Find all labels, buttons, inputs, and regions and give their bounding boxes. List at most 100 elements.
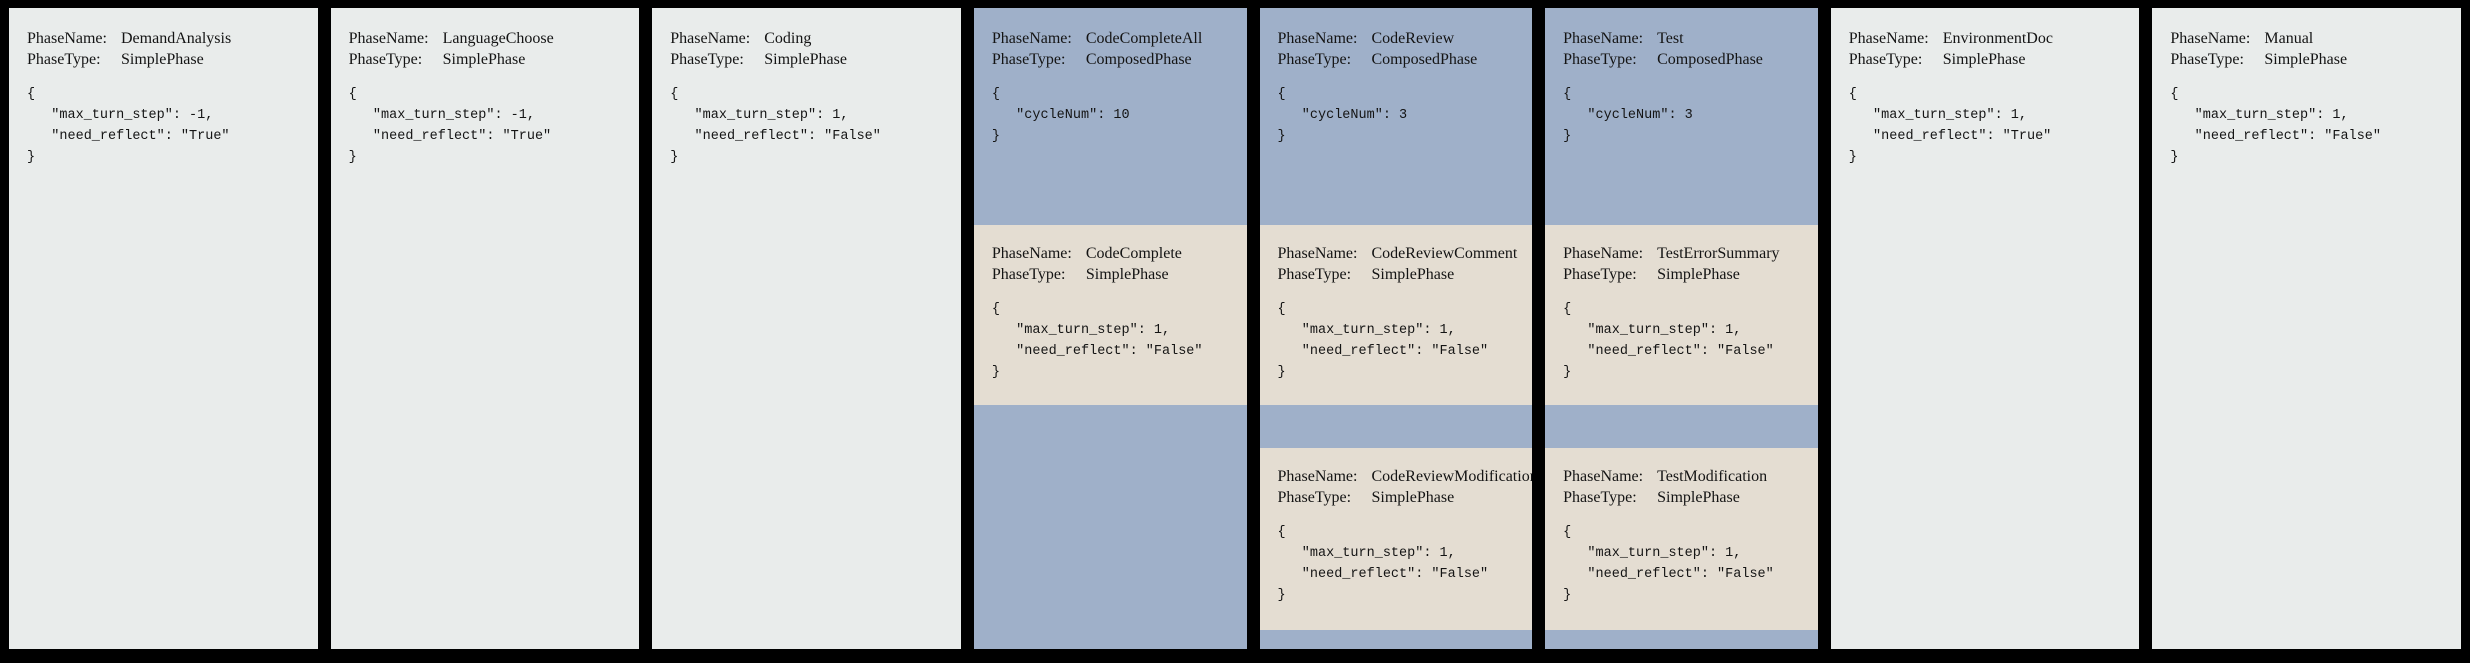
phase-name-value: TestModification xyxy=(1657,468,1768,485)
phase-type-label: PhaseType: xyxy=(1277,266,1352,283)
phase-card-environment-doc: PhaseName: EnvironmentDoc PhaseType: Sim… xyxy=(1830,8,2140,649)
phase-name-row: PhaseName: Test xyxy=(1563,28,1800,49)
phase-config-json: { "max_turn_step": 1, "need_reflect": "F… xyxy=(670,87,881,165)
phase-config-json: { "max_turn_step": -1, "need_reflect": "… xyxy=(27,87,230,165)
phase-type-label: PhaseType: xyxy=(1563,51,1637,68)
phase-type-label: PhaseType: xyxy=(1277,489,1352,506)
phase-type-value: SimplePhase xyxy=(1085,266,1169,283)
phase-config-json: { "max_turn_step": -1, "need_reflect": "… xyxy=(348,87,552,165)
phase-config-json: { "cycleNum": 3 } xyxy=(1277,87,1408,144)
phase-type-value: ComposedPhase xyxy=(1085,51,1192,68)
phase-type-value: SimplePhase xyxy=(1371,489,1455,506)
phase-config-json: { "max_turn_step": 1, "need_reflect": "F… xyxy=(1563,302,1774,380)
phase-name-row: PhaseName: Coding xyxy=(670,28,943,49)
phase-name-value: DemandAnalysis xyxy=(121,30,232,47)
phase-card-code-complete-all: PhaseName: CodeCompleteAll PhaseType: Co… xyxy=(973,8,1247,649)
phase-name-row: PhaseName: CodeComplete xyxy=(992,243,1229,264)
phase-name-label: PhaseName: xyxy=(348,30,429,47)
composed-phase-header: PhaseName: CodeReview PhaseType: Compose… xyxy=(1260,8,1533,225)
phase-type-row: PhaseType: SimplePhase xyxy=(2170,49,2443,70)
phase-card-manual: PhaseName: Manual PhaseType: SimplePhase… xyxy=(2152,8,2461,649)
phase-type-value: ComposedPhase xyxy=(1371,51,1478,68)
composed-phase-filler xyxy=(1260,630,1533,649)
phase-type-label: PhaseType: xyxy=(2170,51,2244,68)
phase-card-coding: PhaseName: Coding PhaseType: SimplePhase… xyxy=(652,8,961,649)
phase-name-value: CodeReview xyxy=(1371,30,1455,47)
phase-config-json: { "cycleNum": 3 } xyxy=(1563,87,1693,144)
phase-name-label: PhaseName: xyxy=(1277,245,1358,262)
phase-name-label: PhaseName: xyxy=(1563,468,1644,485)
phase-type-value: SimplePhase xyxy=(764,51,847,68)
phase-name-row: PhaseName: LanguageChoose xyxy=(349,28,622,49)
phase-name-value: CodeReviewComment xyxy=(1371,245,1518,262)
phase-type-row: PhaseType: SimplePhase xyxy=(1278,264,1515,285)
phase-name-label: PhaseName: xyxy=(991,30,1072,47)
composed-phase-filler xyxy=(1545,630,1818,649)
phase-type-label: PhaseType: xyxy=(1848,51,1923,68)
phase-type-value: SimplePhase xyxy=(442,51,526,68)
phase-name-value: Coding xyxy=(764,30,812,47)
phase-name-row: PhaseName: DemandAnalysis xyxy=(27,28,300,49)
phase-type-row: PhaseType: SimplePhase xyxy=(1278,487,1515,508)
phase-config-json: { "max_turn_step": 1, "need_reflect": "F… xyxy=(991,302,1203,380)
subphase-card-code-complete: PhaseName: CodeComplete PhaseType: Simpl… xyxy=(973,225,1247,405)
phase-type-value: SimplePhase xyxy=(121,51,204,68)
phase-type-label: PhaseType: xyxy=(348,51,423,68)
phase-name-value: Manual xyxy=(2264,30,2314,47)
phase-config-json: { "max_turn_step": 1, "need_reflect": "F… xyxy=(1563,525,1774,603)
phase-name-value: LanguageChoose xyxy=(442,30,554,47)
phase-type-value: ComposedPhase xyxy=(1657,51,1763,68)
phase-type-value: SimplePhase xyxy=(2264,51,2348,68)
subphase-card-test-error-summary: PhaseName: TestErrorSummary PhaseType: S… xyxy=(1545,225,1818,405)
phase-name-value: CodeCompleteAll xyxy=(1085,30,1203,47)
phase-type-row: PhaseType: ComposedPhase xyxy=(992,49,1229,70)
subphase-card-code-review-comment: PhaseName: CodeReviewComment PhaseType: … xyxy=(1259,225,1533,405)
phase-name-row: PhaseName: EnvironmentDoc xyxy=(1849,28,2122,49)
phase-name-label: PhaseName: xyxy=(1848,30,1929,47)
phase-name-value: EnvironmentDoc xyxy=(1942,30,2053,47)
phase-config-json: { "max_turn_step": 1, "need_reflect": "T… xyxy=(1848,87,2052,165)
phase-config-json: { "max_turn_step": 1, "need_reflect": "F… xyxy=(2170,87,2382,165)
phase-name-row: PhaseName: Manual xyxy=(2170,28,2443,49)
phase-type-row: PhaseType: SimplePhase xyxy=(670,49,943,70)
phase-type-value: SimplePhase xyxy=(1942,51,2026,68)
phase-card-code-review: PhaseName: CodeReview PhaseType: Compose… xyxy=(1259,8,1533,649)
phase-type-label: PhaseType: xyxy=(1563,266,1637,283)
phase-name-row: PhaseName: CodeReviewComment xyxy=(1277,243,1518,264)
phase-name-row: PhaseName: CodeReviewModification xyxy=(1277,466,1533,487)
phase-name-label: PhaseName: xyxy=(1563,245,1644,262)
phase-config-json: { "max_turn_step": 1, "need_reflect": "F… xyxy=(1277,525,1489,603)
phase-name-label: PhaseName: xyxy=(991,245,1072,262)
phase-type-row: PhaseType: ComposedPhase xyxy=(1563,49,1800,70)
phase-name-row: PhaseName: CodeCompleteAll xyxy=(992,28,1229,49)
phase-type-label: PhaseType: xyxy=(991,266,1066,283)
phase-type-label: PhaseType: xyxy=(991,51,1066,68)
phase-card-test: PhaseName: Test PhaseType: ComposedPhase… xyxy=(1545,8,1818,649)
phase-name-row: PhaseName: TestErrorSummary xyxy=(1563,243,1800,264)
phase-type-row: PhaseType: SimplePhase xyxy=(1563,487,1800,508)
composed-phase-header: PhaseName: CodeCompleteAll PhaseType: Co… xyxy=(974,8,1247,225)
phase-config-json: { "cycleNum": 10 } xyxy=(991,87,1130,144)
phase-type-label: PhaseType: xyxy=(27,51,101,68)
phase-type-row: PhaseType: SimplePhase xyxy=(349,49,622,70)
phase-name-label: PhaseName: xyxy=(670,30,751,47)
phase-name-label: PhaseName: xyxy=(27,30,107,47)
composed-phase-filler xyxy=(974,405,1247,649)
phase-name-label: PhaseName: xyxy=(1563,30,1644,47)
phase-type-row: PhaseType: SimplePhase xyxy=(27,49,300,70)
subphase-card-code-review-modification: PhaseName: CodeReviewModification PhaseT… xyxy=(1259,448,1533,630)
phase-name-value: Test xyxy=(1657,30,1684,47)
composed-phase-header: PhaseName: Test PhaseType: ComposedPhase… xyxy=(1545,8,1818,225)
phase-name-value: CodeReviewModification xyxy=(1371,468,1533,485)
phase-card-language-choose: PhaseName: LanguageChoose PhaseType: Sim… xyxy=(330,8,640,649)
phase-name-label: PhaseName: xyxy=(1277,468,1358,485)
subphase-card-test-modification: PhaseName: TestModification PhaseType: S… xyxy=(1545,448,1818,630)
phase-name-value: TestErrorSummary xyxy=(1657,245,1780,262)
phase-type-label: PhaseType: xyxy=(1277,51,1352,68)
phase-name-value: CodeComplete xyxy=(1085,245,1182,262)
phase-type-value: SimplePhase xyxy=(1657,489,1740,506)
phase-type-label: PhaseType: xyxy=(670,51,744,68)
phase-name-label: PhaseName: xyxy=(2170,30,2251,47)
phase-name-label: PhaseName: xyxy=(1277,30,1358,47)
